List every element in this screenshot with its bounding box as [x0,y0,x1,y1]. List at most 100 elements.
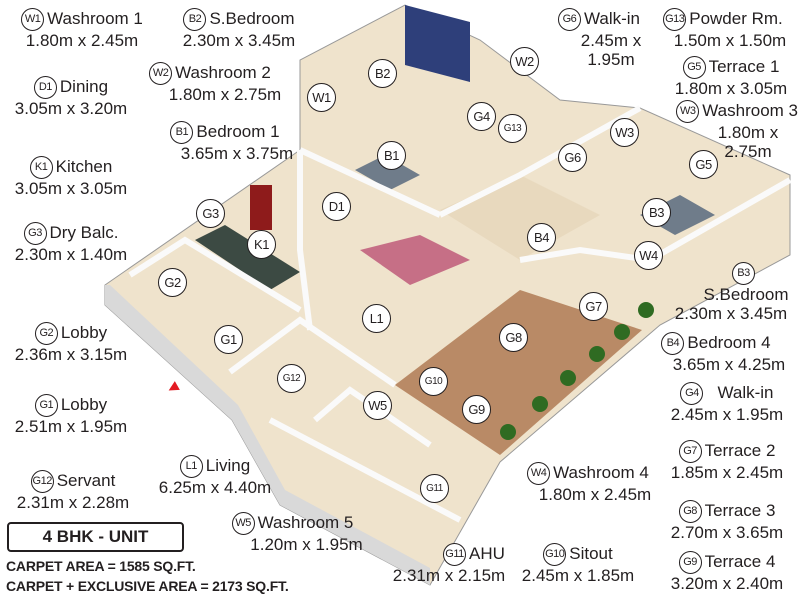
room-name: Living [205,455,251,475]
room-dims: 1.20m x 1.95m [250,535,363,554]
room-code: W4 [527,462,551,485]
room-code: B1 [170,121,194,144]
room-name: AHU [469,543,505,563]
room-name: Washroom 3 [702,100,798,120]
plan-marker-l1: L1 [362,304,391,333]
plan-marker-k1: K1 [247,230,276,259]
plan-marker-g3: G3 [196,199,225,228]
room-dims: 6.25m x 4.40m [158,478,272,497]
room-name: Walk-in [717,382,774,402]
room-code: L1 [179,455,203,478]
plan-marker-g10: G10 [419,367,448,396]
room-name: Washroom 2 [175,62,271,82]
room-dims: 3.20m x 2.40m [670,574,784,593]
room-dims: 3.05m x 3.20m [14,99,128,118]
room-code: B2 [183,8,207,31]
room-dims: 3.05m x 3.05m [14,179,128,198]
room-dims: 2.45m x 1.95m [580,31,642,69]
room-name: Washroom 1 [47,8,143,28]
plan-marker-w5: W5 [363,391,392,420]
room-name: S.Bedroom [703,285,789,304]
room-name: Terrace 1 [708,56,780,76]
carpet-exclusive-area: CARPET + EXCLUSIVE AREA = 2173 SQ.FT. [6,578,289,594]
room-name: Lobby [60,322,108,342]
room-dims: 2.31m x 2.28m [16,493,130,512]
room-dims: 2.30m x 3.45m [182,31,296,50]
room-name: Bedroom 1 [196,121,280,141]
room-dims: 1.80m x 2.45m [538,485,652,504]
plan-marker-b2: B2 [368,59,397,88]
terrace-plants [500,302,654,440]
room-code: G4 [680,382,704,405]
room-dims: 2.30m x 3.45m [674,304,788,323]
living-sofa [360,235,470,285]
room-code: G3 [23,222,47,245]
room-code: G10 [543,543,567,566]
room-code: G7 [678,440,702,463]
plan-marker-w3: W3 [610,118,639,147]
room-dims: 3.65m x 3.75m [180,144,294,163]
fridge [250,185,272,230]
plan-marker-g1: G1 [214,325,243,354]
room-dims: 1.80m x 2.75m [168,85,282,104]
room-name: Sitout [569,543,613,563]
room-dims: 1.80m x 2.75m [717,123,779,161]
room-name: Washroom 4 [553,462,649,482]
bedroom-1-bed [355,155,420,190]
carpet-area: CARPET AREA = 1585 SQ.FT. [6,558,196,574]
plan-marker-g6: G6 [558,143,587,172]
room-name: Washroom 5 [257,512,354,532]
room-code: W2 [149,62,173,85]
unit-type-badge: 4 BHK - UNIT [7,522,184,552]
plan-marker-g11: G11 [420,474,449,503]
room-code: K1 [29,156,53,179]
plan-marker-w1: W1 [307,83,336,112]
kitchen-counter [195,225,300,290]
room-code: B3 [732,262,755,285]
room-code: G6 [557,8,581,31]
room-code: D1 [33,76,57,99]
plan-marker-d1: D1 [322,192,351,221]
room-name: Servant [56,470,116,490]
accent-wall-bedroom-2 [405,5,470,82]
plan-marker-b3: B3 [642,198,671,227]
room-code: G5 [682,56,706,79]
room-name: Kitchen [55,156,113,176]
room-dims: 1.85m x 2.45m [670,463,784,482]
room-dims: 2.31m x 2.15m [392,566,506,585]
room-code: G13 [663,8,687,31]
room-code: G2 [34,322,58,345]
room-code: G8 [678,500,702,523]
plan-marker-g12: G12 [277,364,306,393]
plan-marker-g13: G13 [498,114,527,143]
room-dims: 1.80m x 3.05m [674,79,788,98]
room-name: Dry Balc. [49,222,119,242]
plan-marker-g7: G7 [579,292,608,321]
room-name: Terrace 2 [704,440,776,460]
plan-marker-g8: G8 [499,323,528,352]
plan-marker-g5: G5 [689,150,718,179]
room-name: Terrace 3 [704,500,776,520]
outer-wall-left [105,285,430,585]
room-dims: 1.80m x 2.45m [25,31,139,50]
room-dims: 2.70m x 3.65m [670,523,784,542]
room-dims: 2.45m x 1.85m [521,566,635,585]
room-name: Dining [59,76,109,96]
room-name: Terrace 4 [704,551,776,571]
plan-marker-g2: G2 [158,268,187,297]
